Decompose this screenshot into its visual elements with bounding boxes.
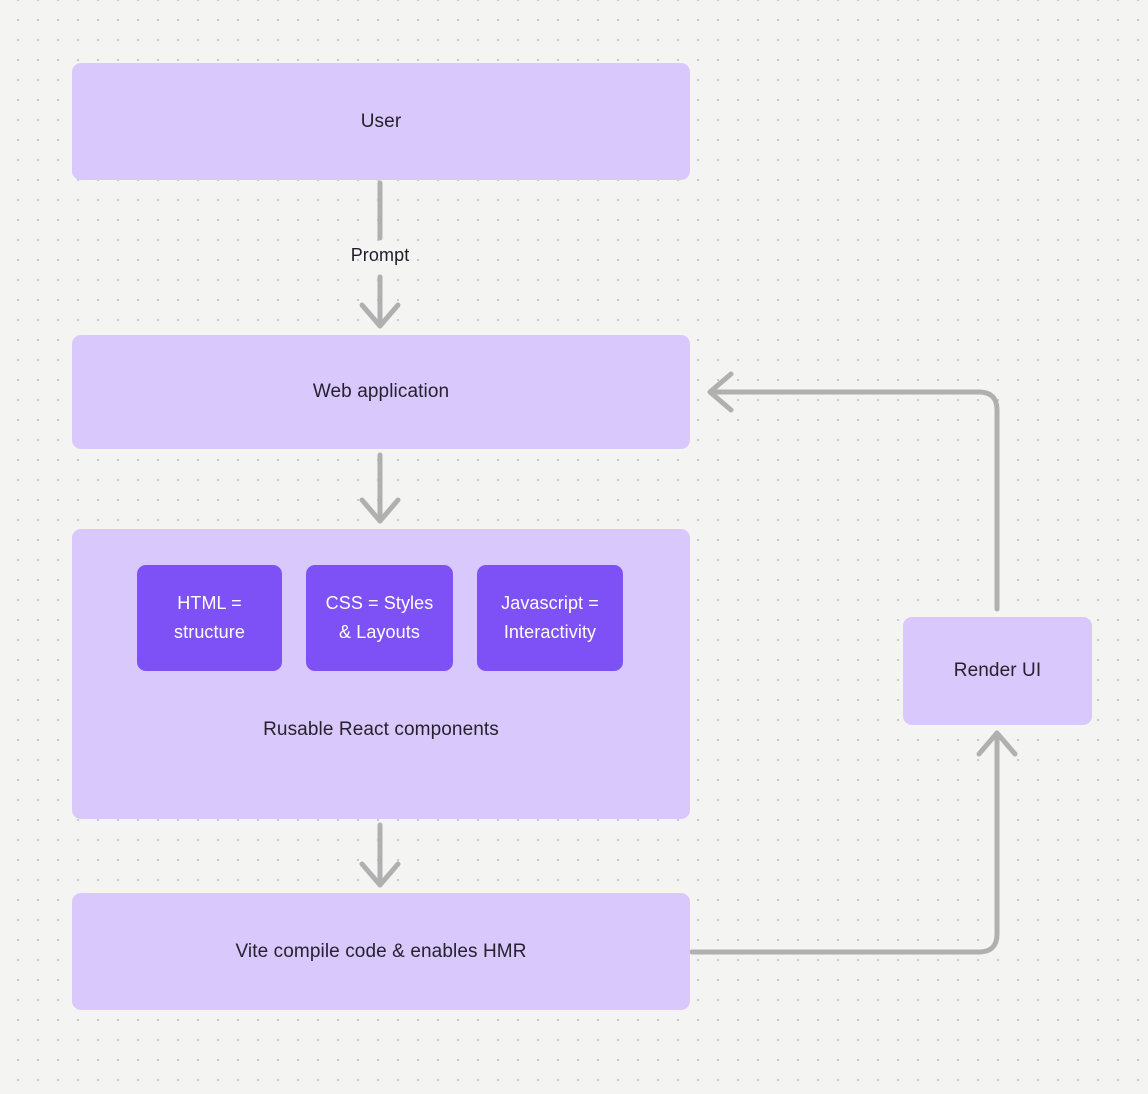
- edge-label-prompt-text: Prompt: [350, 245, 410, 265]
- node-html-label-line1: HTML =: [177, 593, 242, 614]
- node-vite[interactable]: Vite compile code & enables HMR: [72, 893, 690, 1010]
- edge-label-prompt: Prompt: [330, 245, 430, 266]
- node-javascript-label-line1: Javascript =: [501, 593, 599, 614]
- edge-react-group-to-vite: [359, 822, 401, 888]
- edge-segment-vite-right-up: [689, 730, 1000, 955]
- arrowhead-down-to-react-group: [359, 497, 401, 524]
- edge-segment-render-up-left: [707, 389, 1000, 612]
- arrowhead-down-to-vite: [359, 861, 401, 888]
- node-html[interactable]: HTML = structure: [137, 565, 282, 671]
- node-vite-label: Vite compile code & enables HMR: [235, 940, 527, 962]
- edge-render-ui-to-web-application: [707, 371, 1000, 612]
- node-render-ui-label: Render UI: [953, 660, 1042, 682]
- node-javascript-label-line2: Interactivity: [503, 622, 597, 642]
- edge-vite-to-render-ui: [689, 730, 1018, 955]
- node-html-label-line2: structure: [174, 622, 245, 642]
- node-user[interactable]: User: [72, 63, 690, 180]
- arrowhead-left-to-web-application: [707, 371, 734, 413]
- node-render-ui[interactable]: Render UI: [903, 617, 1092, 725]
- arrowhead-down-to-web-application: [359, 302, 401, 329]
- node-css[interactable]: CSS = Styles & Layouts: [306, 565, 453, 671]
- node-web-application-label: Web application: [312, 381, 450, 403]
- node-react-group-caption: Rusable React components: [72, 719, 690, 741]
- node-css-label-line2: & Layouts: [339, 622, 420, 642]
- node-css-label-line1: CSS = Styles: [325, 593, 434, 614]
- node-user-label: User: [360, 110, 402, 132]
- node-react-group-caption-text: Rusable React components: [263, 719, 499, 740]
- edge-web-application-to-react-group: [359, 452, 401, 524]
- node-web-application[interactable]: Web application: [72, 335, 690, 449]
- arrowhead-up-to-render-ui: [976, 730, 1018, 757]
- node-javascript[interactable]: Javascript = Interactivity: [477, 565, 623, 671]
